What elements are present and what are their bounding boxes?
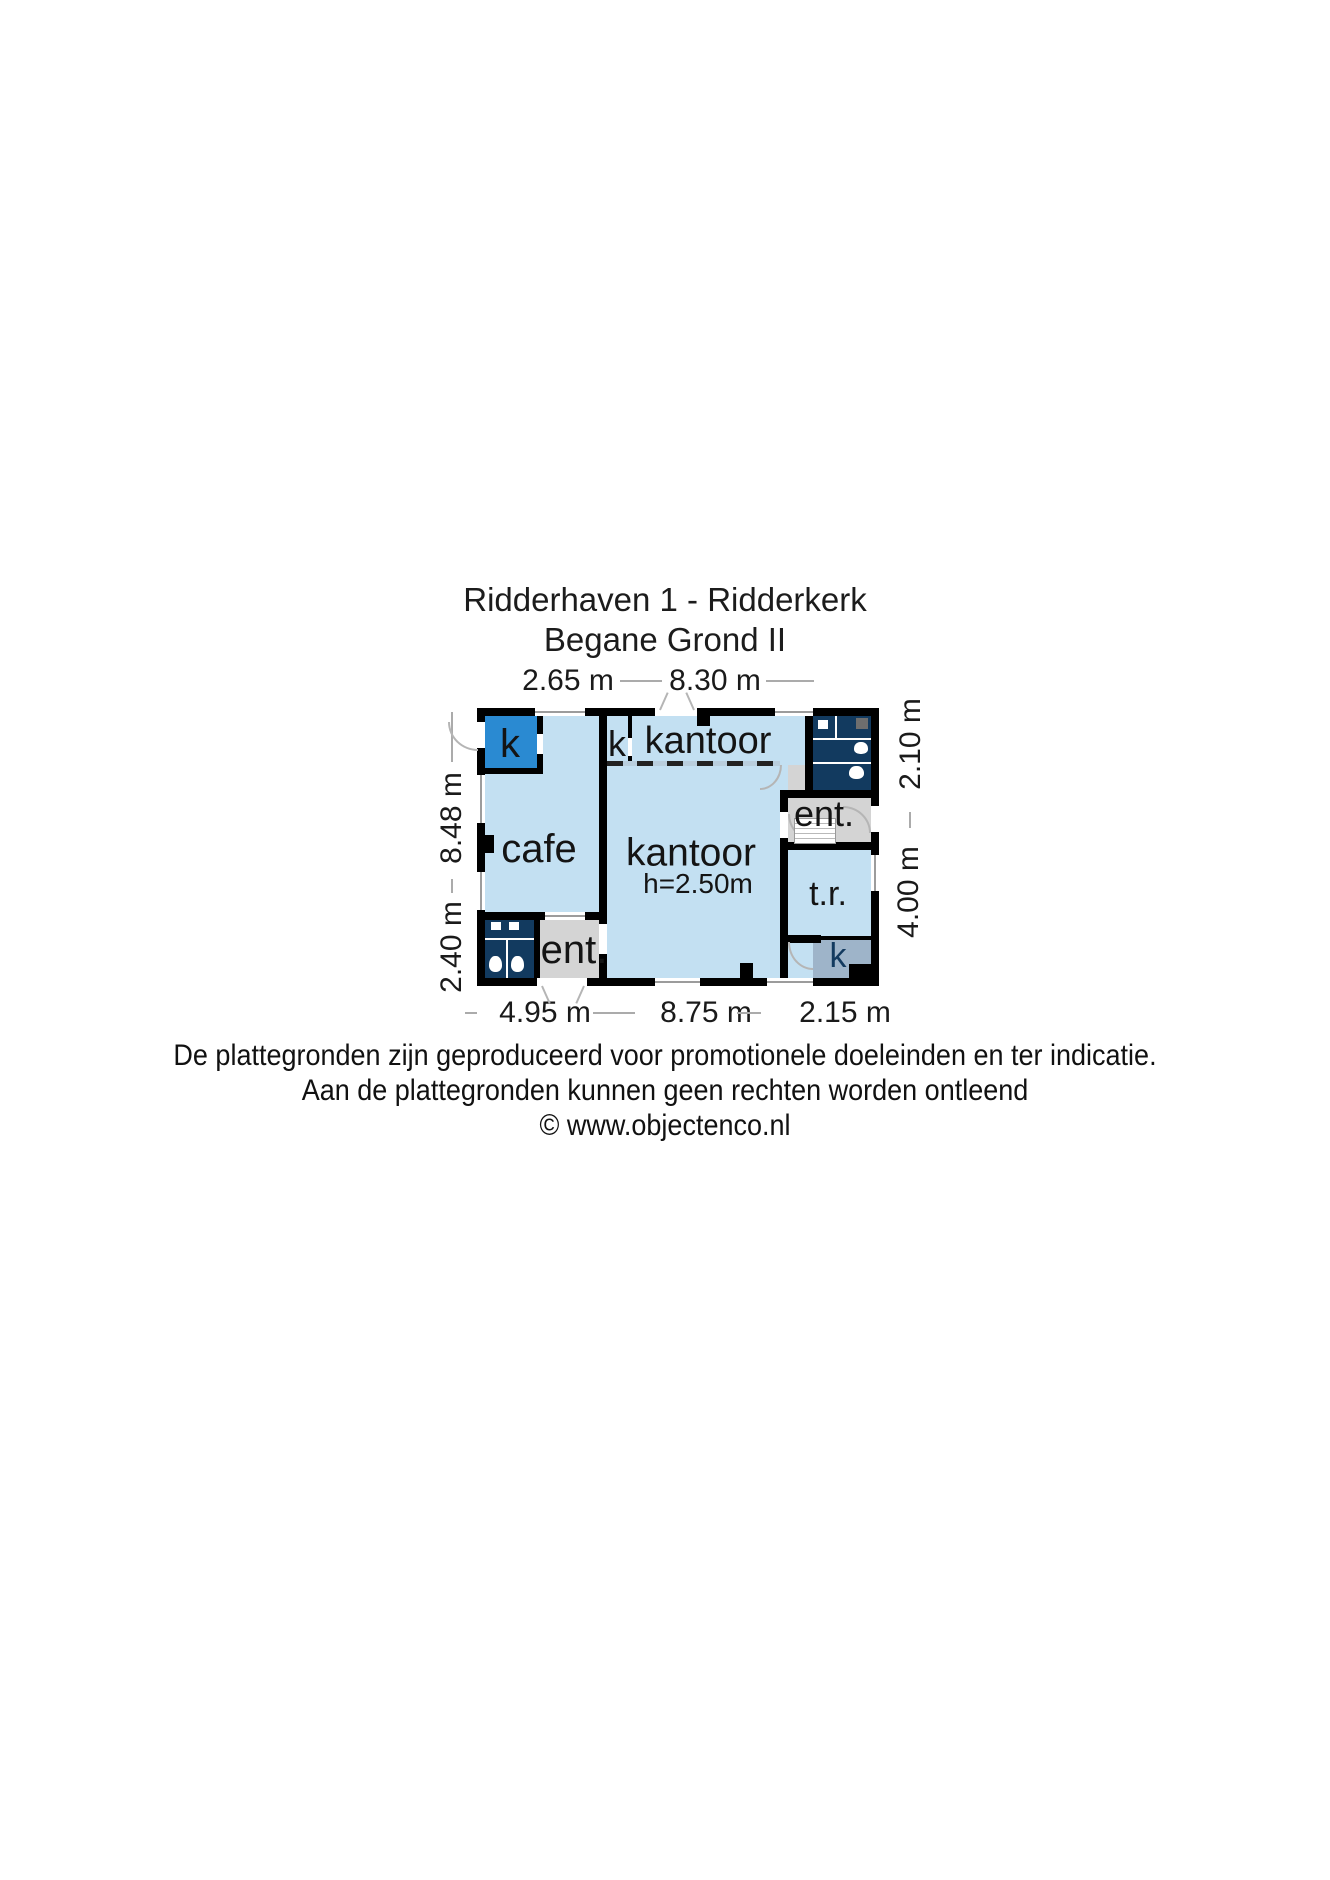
partition-line bbox=[485, 938, 534, 940]
door-opening bbox=[780, 812, 788, 838]
partition-line bbox=[813, 738, 871, 740]
wall bbox=[534, 920, 540, 978]
sink-icon bbox=[491, 922, 501, 930]
dimension-line bbox=[737, 1012, 761, 1014]
floorplan-drawing: k k kantoor cafe kantoor h=2.50m ent. en… bbox=[448, 692, 879, 1004]
room-label-office-main: kantoor bbox=[625, 831, 757, 875]
wall bbox=[780, 790, 788, 978]
dimension-label-bottom-2: 8.75 m bbox=[660, 996, 752, 1029]
window bbox=[545, 912, 585, 920]
wall-stub bbox=[485, 835, 494, 853]
door-arc-icon bbox=[788, 942, 813, 970]
wall bbox=[805, 708, 813, 798]
door-opening bbox=[477, 722, 485, 748]
window bbox=[477, 775, 485, 823]
room-label-closet-top: k bbox=[608, 723, 626, 764]
room-label-entrance-left: ent. bbox=[540, 928, 608, 972]
dimension-label-top-1: 2.65 m bbox=[522, 664, 614, 697]
dimension-line bbox=[909, 812, 911, 828]
copyright-line: © www.objectenco.nl bbox=[539, 1109, 791, 1142]
dimension-line bbox=[465, 1012, 477, 1014]
door-opening bbox=[537, 734, 543, 754]
disclaimer-line-1: De plattegronden zijn geproduceerd voor … bbox=[173, 1039, 1157, 1072]
partition-line bbox=[813, 762, 871, 764]
wall bbox=[813, 936, 871, 940]
room-label-stair-room: t.r. bbox=[809, 875, 847, 913]
dashed-partition bbox=[607, 761, 780, 766]
room-label-closet-bottom-right: k bbox=[829, 937, 847, 975]
doormat-icon bbox=[856, 718, 868, 729]
window bbox=[477, 872, 485, 910]
window bbox=[655, 978, 700, 986]
dimension-label-left-1: 8.48 m bbox=[435, 772, 468, 864]
window bbox=[775, 708, 813, 716]
stairs-icon bbox=[794, 818, 836, 844]
room-entrance-left bbox=[540, 920, 600, 978]
wall bbox=[780, 790, 879, 798]
dimension-line bbox=[451, 879, 453, 893]
wall bbox=[599, 716, 607, 978]
room-vestibule bbox=[788, 765, 805, 790]
window bbox=[871, 855, 879, 891]
door-opening bbox=[628, 738, 632, 756]
sink-icon bbox=[509, 922, 519, 930]
toilet-icon bbox=[511, 956, 524, 972]
door-opening bbox=[655, 708, 697, 716]
wall-stub bbox=[697, 716, 710, 726]
door-opening bbox=[871, 806, 879, 832]
wall bbox=[780, 842, 879, 850]
partition-line bbox=[835, 716, 837, 740]
dimension-line bbox=[620, 680, 662, 682]
door-arc-icon bbox=[760, 765, 782, 790]
wall-stub bbox=[740, 963, 753, 978]
dimension-label-top-2: 8.30 m bbox=[669, 664, 761, 697]
wall bbox=[477, 708, 485, 986]
dimension-label-bottom-3: 2.15 m bbox=[799, 996, 891, 1029]
dimension-label-left-2: 2.40 m bbox=[435, 901, 468, 993]
toilet-icon bbox=[849, 766, 864, 779]
toilet-icon bbox=[489, 956, 502, 972]
window bbox=[535, 708, 585, 716]
wall bbox=[485, 768, 543, 774]
room-kitchen-top-left bbox=[485, 716, 537, 768]
toilet-icon bbox=[854, 742, 868, 754]
dimension-line bbox=[766, 680, 814, 682]
door-opening bbox=[537, 978, 587, 986]
dimension-line bbox=[593, 1012, 635, 1014]
partition-line bbox=[506, 940, 508, 978]
door-opening bbox=[599, 924, 607, 954]
wall bbox=[780, 935, 821, 943]
window bbox=[767, 978, 813, 986]
room-label-kitchen: k bbox=[500, 722, 520, 766]
wall-stub bbox=[849, 964, 871, 978]
dimension-label-right-1: 2.10 m bbox=[894, 698, 927, 790]
disclaimer: De plattegronden zijn geproduceerd voor … bbox=[67, 1038, 1264, 1143]
sink-icon bbox=[818, 720, 828, 729]
page-title: Ridderhaven 1 - Ridderkerk bbox=[463, 581, 867, 618]
room-label-office-top: kantoor bbox=[644, 720, 772, 762]
room-label-cafe: cafe bbox=[501, 827, 577, 871]
wall bbox=[477, 912, 599, 920]
page-subtitle: Begane Grond II bbox=[543, 621, 787, 658]
disclaimer-line-2: Aan de plattegronden kunnen geen rechten… bbox=[301, 1074, 1029, 1107]
room-label-entrance-right: ent. bbox=[793, 793, 855, 834]
dimension-label-right-2: 4.00 m bbox=[892, 846, 925, 938]
room-label-office-height: h=2.50m bbox=[643, 868, 753, 899]
